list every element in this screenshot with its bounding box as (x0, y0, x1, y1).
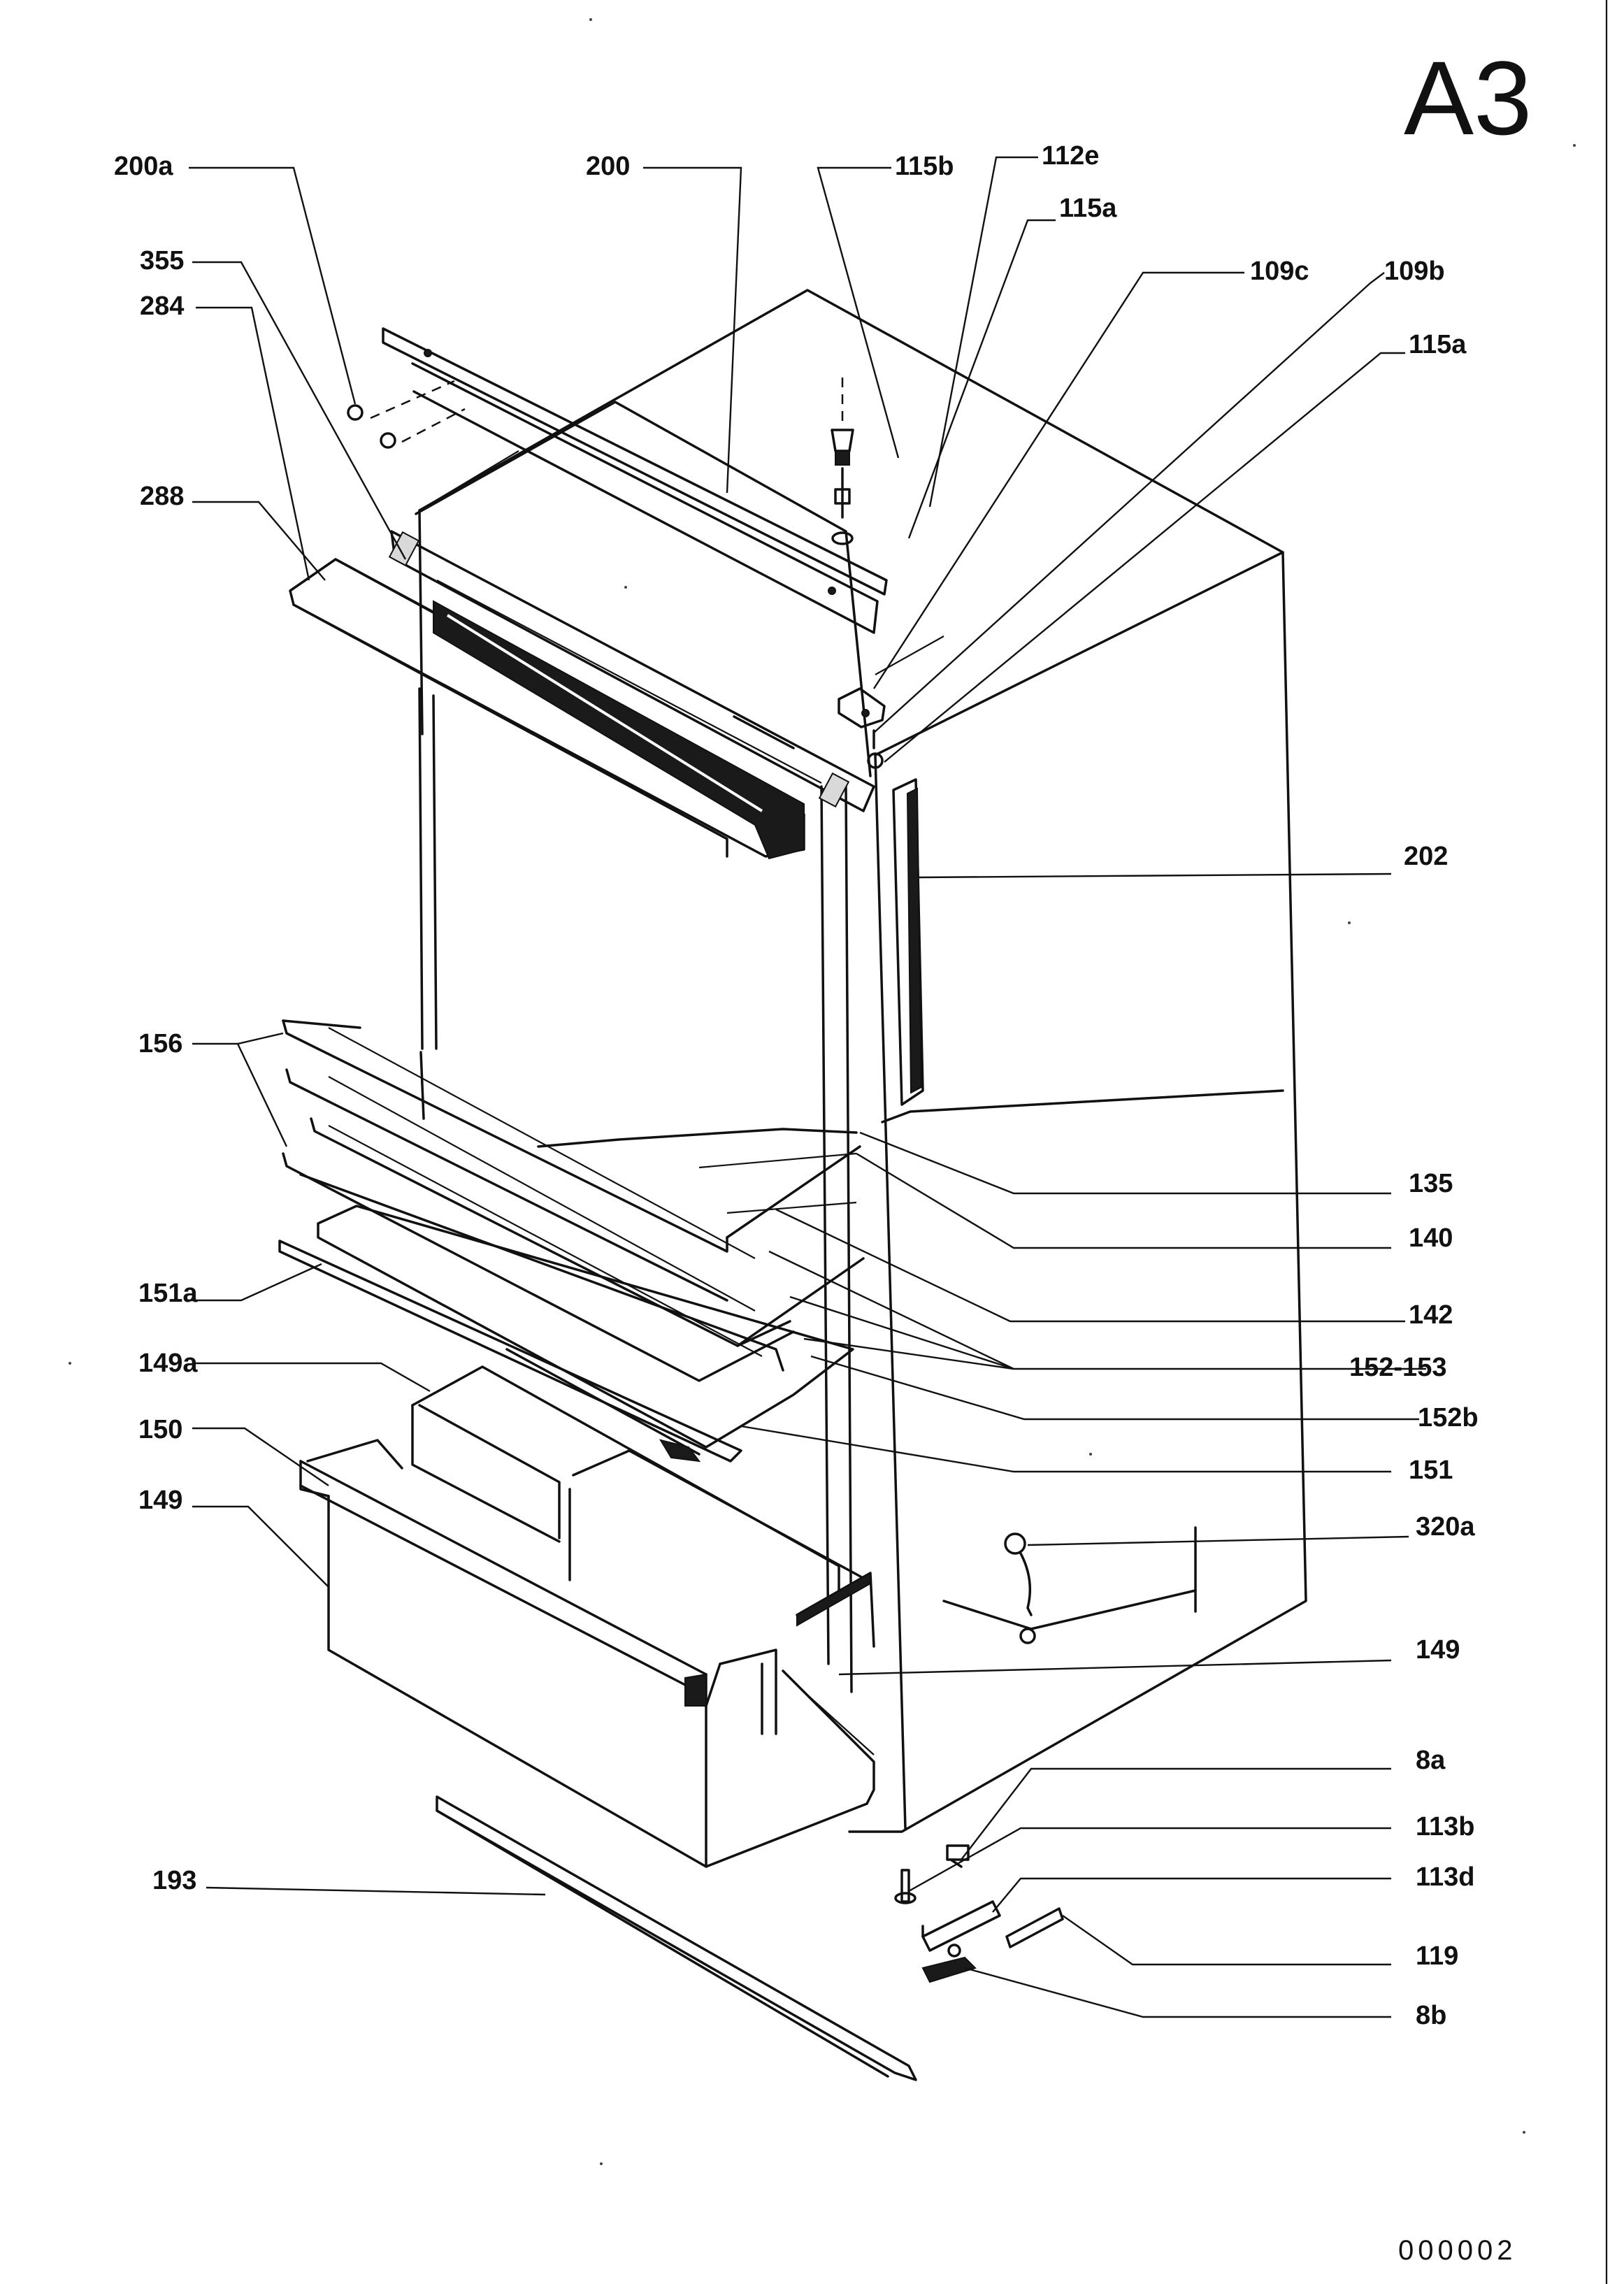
callout-label: 115b (895, 152, 954, 181)
sheet-id: A3 (1404, 39, 1532, 157)
callout-label: 202 (1404, 842, 1448, 871)
callout-label: 152-153 (1349, 1353, 1446, 1382)
callout-label: 151 (1409, 1456, 1453, 1485)
callout-label: 119 (1416, 1941, 1458, 1971)
callout-label: 112e (1042, 141, 1099, 171)
callout-label: 149 (138, 1486, 182, 1515)
top-hinge-assembly (831, 378, 886, 769)
lower-crisper (299, 1439, 875, 1868)
callout-label: 140 (1409, 1223, 1453, 1253)
callout-label: 113b (1416, 1812, 1475, 1841)
callout-label: 320a (1416, 1512, 1475, 1542)
callout-label: 355 (140, 246, 184, 275)
callout-label: 284 (140, 292, 184, 321)
callout-label: 149 (1416, 1635, 1460, 1665)
callout-label: 200 (586, 152, 630, 181)
callout-label: 109c (1250, 257, 1309, 286)
callout-label: 149a (138, 1349, 198, 1378)
callout-label: 193 (152, 1866, 196, 1895)
door-seal (433, 600, 805, 860)
callout-label: 8a (1416, 1746, 1446, 1775)
top-rail (382, 327, 888, 634)
callout-label: 8b (1416, 2001, 1446, 2030)
top-panel-assembly (388, 401, 875, 812)
leader-lines (189, 156, 1426, 2018)
callout-label: 151a (138, 1279, 198, 1308)
callout-label: 115a (1059, 194, 1117, 223)
callout-label: 115a (1409, 330, 1467, 359)
kick-plate-grille (436, 1795, 917, 2081)
callout-label: 142 (1409, 1300, 1453, 1330)
document-number: 000002 (1398, 2235, 1516, 2266)
callout-label: 135 (1409, 1169, 1453, 1198)
bottom-hinge-parts (894, 1844, 1064, 1983)
upper-crisper (411, 1365, 868, 1599)
glass-shelf (278, 1205, 854, 1463)
callout-label: 200a (114, 152, 173, 181)
cabinet-body (418, 289, 1307, 1833)
rail-screws (347, 380, 466, 449)
wire-shelves (282, 1019, 865, 1382)
callout-label: 152b (1418, 1403, 1479, 1432)
callout-label: 288 (140, 482, 184, 511)
callout-label: 113d (1416, 1862, 1475, 1892)
callout-label: 150 (138, 1415, 182, 1444)
callout-label: 109b (1384, 257, 1445, 286)
callout-label: 156 (138, 1029, 182, 1058)
scan-specks (69, 18, 1576, 2165)
side-seal-profile (892, 778, 924, 1106)
callout-labels: 200a 200 115b 112e 115a 355 109c 109b 28… (114, 141, 1479, 2030)
